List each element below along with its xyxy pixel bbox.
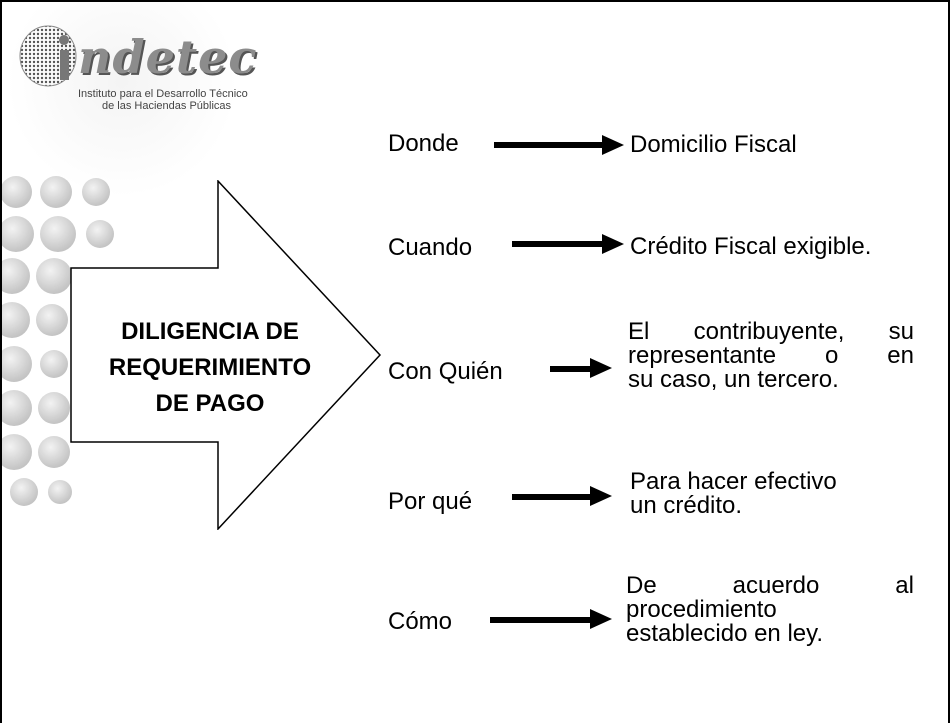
- row-value-line: su caso, un tercero.: [628, 366, 839, 393]
- row-value-line: El contribuyente, su: [628, 318, 914, 345]
- arrow-title-line: DE PAGO: [155, 390, 265, 417]
- arrow-title-line: REQUERIMIENTO: [108, 354, 312, 381]
- row-value-line: establecido en ley.: [626, 620, 824, 647]
- arrow-title: DILIGENCIA DE REQUERIMIENTO DE PAGO: [70, 314, 350, 422]
- arrow-right-icon: [550, 358, 612, 378]
- row-label-donde: Donde: [388, 130, 459, 157]
- arrow-title-line: DILIGENCIA DE: [121, 318, 299, 345]
- arrow-right-icon: [490, 609, 612, 629]
- logo-wordmark: ndetec: [78, 30, 258, 84]
- globe-icon: [19, 25, 77, 87]
- row-value-como: De acuerdo al procedimiento establecido …: [626, 574, 914, 646]
- arrow-right-icon: [512, 234, 624, 254]
- row-value-line: De acuerdo al: [626, 572, 914, 599]
- row-label-como: Cómo: [388, 608, 453, 635]
- row-value-donde: Domicilio Fiscal: [630, 133, 797, 157]
- big-arrow-shape: [70, 180, 382, 530]
- arrow-right-icon: [494, 135, 624, 155]
- row-value-cuando: Crédito Fiscal exigible.: [630, 235, 871, 259]
- row-value-line: representante o en: [628, 342, 914, 369]
- row-value-por-que: Para hacer efectivo un crédito.: [630, 470, 837, 518]
- row-value-line: un crédito.: [630, 492, 743, 519]
- indetec-logo: ndetec Instituto para el Desarrollo Técn…: [16, 16, 276, 126]
- row-label-por-que: Por qué: [388, 488, 473, 515]
- row-value-line: Domicilio Fiscal: [630, 131, 797, 158]
- row-value-line: procedimiento: [626, 596, 777, 623]
- row-value-line: Para hacer efectivo: [630, 468, 837, 495]
- logo-subtitle-line2: de las Haciendas Públicas: [102, 100, 232, 112]
- row-value-con-quien: El contribuyente, su representante o en …: [628, 320, 914, 392]
- logo-subtitle-line1: Instituto para el Desarrollo Técnico: [78, 88, 248, 100]
- row-label-cuando: Cuando: [388, 234, 473, 261]
- row-label-con-quien: Con Quién: [388, 358, 503, 385]
- arrow-right-icon: [512, 486, 612, 506]
- row-value-line: Crédito Fiscal exigible.: [630, 233, 872, 260]
